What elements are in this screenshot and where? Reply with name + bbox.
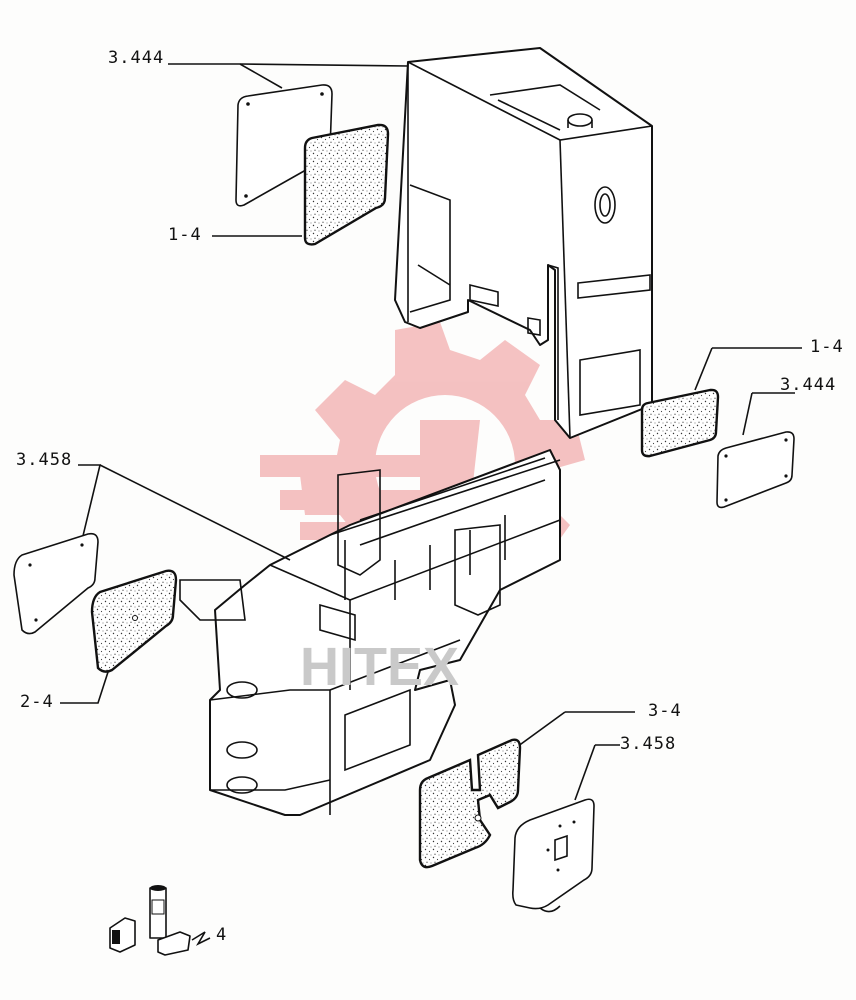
label-3-444-upper: 3.444 xyxy=(108,48,164,68)
label-4-adhesive: 4 xyxy=(216,925,227,945)
label-2-4-left: 2-4 xyxy=(20,692,54,712)
gasket-3-4-bottom xyxy=(418,738,522,869)
label-3-458-bottom: 3.458 xyxy=(620,734,676,754)
label-3-458-left: 3.458 xyxy=(16,450,72,470)
label-3-4-bottom: 3-4 xyxy=(648,701,682,721)
upper-box-housing xyxy=(394,47,653,439)
lower-frame xyxy=(179,449,561,816)
gasket-1-4-right xyxy=(640,388,720,458)
gasket-2-4-left xyxy=(90,569,178,673)
panel-3-458-bottom xyxy=(512,798,595,913)
label-1-4-right: 1-4 xyxy=(810,337,844,357)
adhesive-kit-icon xyxy=(109,885,211,956)
panel-3-458-left xyxy=(13,532,99,635)
label-3-444-right: 3.444 xyxy=(780,375,836,395)
panel-3-444-right xyxy=(716,431,795,509)
gasket-1-4-upper xyxy=(303,123,390,246)
watermark-text: HITEX xyxy=(300,637,459,697)
label-1-4-upper: 1-4 xyxy=(168,225,202,245)
